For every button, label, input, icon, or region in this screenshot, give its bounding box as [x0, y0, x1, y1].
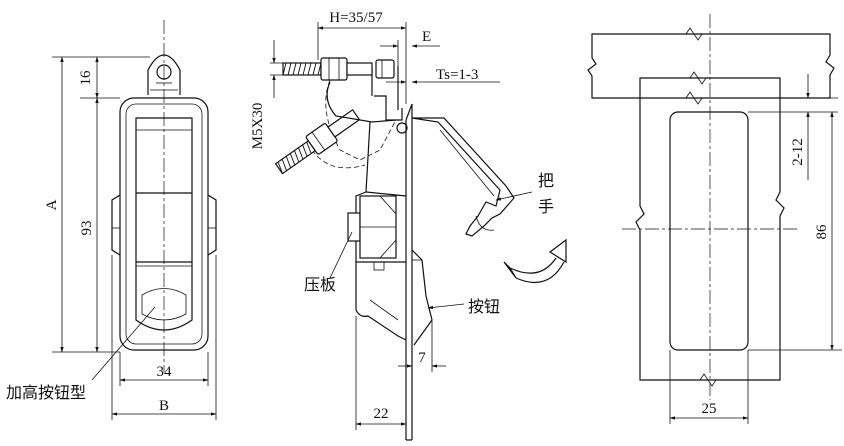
left-ear — [111, 194, 121, 256]
dim-A-label: A — [44, 199, 60, 210]
stud-inclined — [274, 109, 361, 175]
front-handle — [135, 117, 193, 331]
handle-leader — [495, 191, 533, 201]
housing-top — [326, 81, 397, 123]
dim-Ts-label: Ts=1-3 — [436, 67, 478, 83]
side-view: H=35/57 E Ts=1-3 M5X30 7 22 把 手 压板 按钮 — [250, 10, 567, 441]
panel-section — [587, 33, 835, 99]
dim-B-label: B — [159, 398, 169, 414]
dim-34-label: 34 — [157, 364, 173, 380]
handle-rotated — [396, 117, 515, 237]
pivot-pin — [396, 122, 408, 134]
dim-93-label: 93 — [79, 221, 95, 236]
dim-25-label: 25 — [702, 401, 717, 417]
rotation-arrow — [503, 238, 567, 283]
button-label: 按钮 — [468, 297, 500, 316]
dim-E-label: E — [422, 29, 431, 45]
dim-86-label: 86 — [814, 224, 830, 240]
right-ear — [207, 194, 217, 256]
pressure-plate-label: 压板 — [304, 275, 336, 294]
cutout-view: 2-12 86 25 — [587, 14, 842, 424]
raised-button-label: 加高按钮型 — [6, 383, 86, 402]
bracket — [374, 95, 403, 121]
pressure-plate-leader — [329, 231, 353, 279]
handle-label-2: 手 — [538, 197, 554, 216]
leader-raised-button — [91, 306, 156, 381]
dim-22-label: 22 — [374, 406, 389, 422]
panel-cutout — [669, 111, 749, 351]
dim-16-label: 16 — [78, 70, 94, 86]
front-view: 16 A 93 34 B 加高按钮型 — [6, 20, 217, 420]
dim-thread-label: M5X30 — [250, 103, 266, 150]
dim-7-label: 7 — [418, 350, 426, 366]
stud-horizontal — [282, 57, 395, 81]
dim-H-label: H=35/57 — [329, 10, 383, 26]
lock-body-inner — [125, 103, 203, 345]
button-profile — [411, 249, 433, 346]
padlock-eye — [147, 54, 181, 95]
lock-body-outer — [119, 97, 209, 351]
mounting-frame — [635, 77, 785, 381]
raised-button — [141, 288, 187, 321]
handle-label-1: 把 — [538, 171, 554, 190]
dim-2-12-label: 2-12 — [790, 138, 806, 166]
button-leader — [427, 303, 465, 310]
lower-body — [355, 262, 407, 341]
